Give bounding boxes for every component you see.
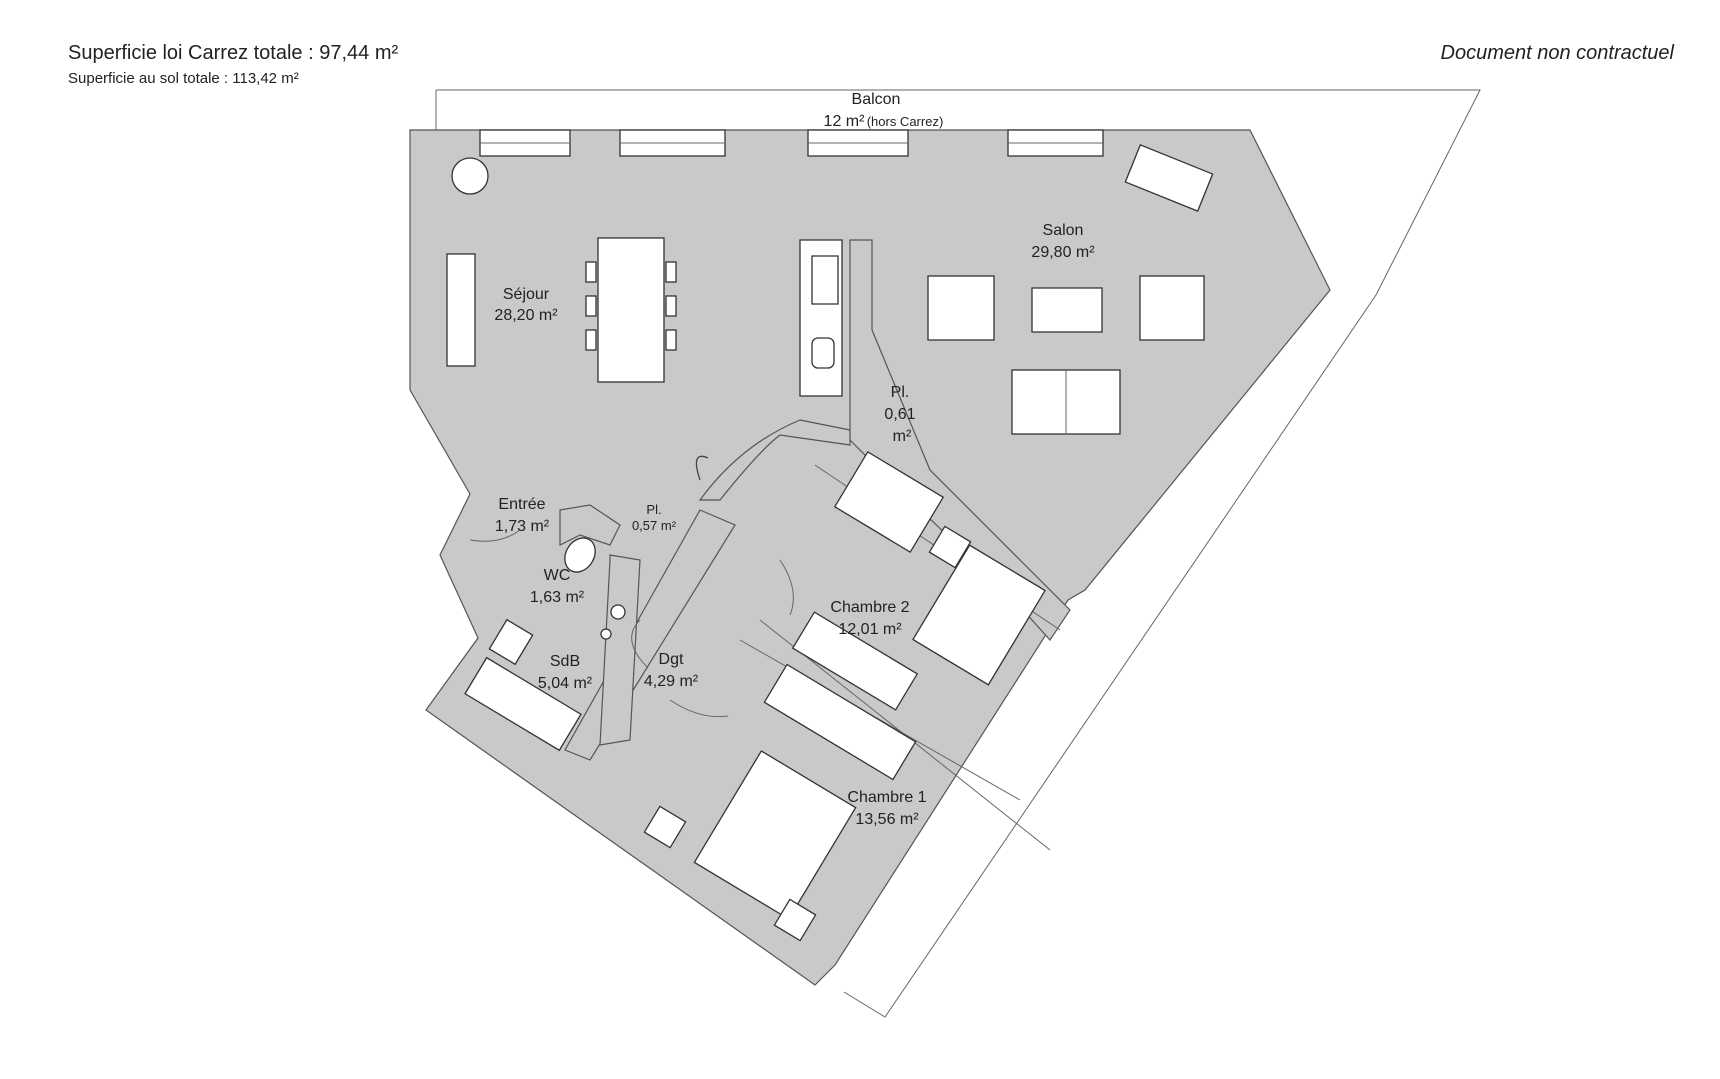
chambre2-name: Chambre 2 xyxy=(830,599,909,616)
plant-icon xyxy=(451,157,489,195)
living-furniture xyxy=(927,144,1214,435)
doors xyxy=(469,455,794,718)
bedroom2-furniture xyxy=(791,451,1046,711)
room-label-placard1: Pl. 0,61 m² xyxy=(884,384,915,445)
sdb-name: SdB xyxy=(550,653,580,670)
balcon-note: (hors Carrez) xyxy=(867,114,944,129)
entree-name: Entrée xyxy=(498,496,545,513)
room-label-sdb: SdB 5,04 m² xyxy=(538,653,593,692)
balcon-area: 12 m² xyxy=(824,113,866,130)
placard2-name: Pl. xyxy=(646,502,661,517)
placard1-name: Pl. xyxy=(891,384,910,401)
carrez-total-area: Superficie loi Carrez totale : 97,44 m² xyxy=(68,42,399,64)
interior-walls xyxy=(559,239,1071,851)
windows-north xyxy=(479,129,1104,157)
entree-area: 1,73 m² xyxy=(495,518,550,535)
room-label-sejour: Séjour 28,20 m² xyxy=(494,286,558,324)
room-label-placard2: Pl. 0,57 m² xyxy=(632,502,677,533)
room-label-chambre2: Chambre 2 12,01 m² xyxy=(830,599,909,638)
bedroom1-furniture xyxy=(643,663,917,942)
balcon-outline xyxy=(436,89,1481,1018)
salon-name: Salon xyxy=(1043,222,1084,239)
chambre1-name: Chambre 1 xyxy=(847,789,926,806)
disclaimer: Document non contractuel xyxy=(1440,42,1674,64)
sejour-name: Séjour xyxy=(503,286,550,303)
wc-area: 1,63 m² xyxy=(530,589,585,606)
placard1-unit: m² xyxy=(893,428,912,445)
placard2-area: 0,57 m² xyxy=(632,518,677,533)
bathroom-fixtures xyxy=(464,537,626,752)
dgt-name: Dgt xyxy=(659,651,684,668)
room-label-dgt: Dgt 4,29 m² xyxy=(644,651,699,690)
dining-table xyxy=(585,237,677,383)
floor-total-area: Superficie au sol totale : 113,42 m² xyxy=(68,70,299,87)
chambre2-area: 12,01 m² xyxy=(838,621,902,638)
wc-name: WC xyxy=(544,567,571,584)
balcon-name: Balcon xyxy=(852,91,901,108)
room-label-chambre1: Chambre 1 13,56 m² xyxy=(847,789,926,828)
sejour-area: 28,20 m² xyxy=(494,307,558,324)
placard1-area: 0,61 xyxy=(884,406,915,423)
room-label-entree: Entrée 1,73 m² xyxy=(495,496,550,535)
room-label-salon: Salon 29,80 m² xyxy=(1031,222,1095,261)
room-label-balcon: Balcon 12 m² (hors Carrez) xyxy=(824,91,944,130)
chambre1-area: 13,56 m² xyxy=(855,811,919,828)
salon-area: 29,80 m² xyxy=(1031,244,1095,261)
room-label-wc: WC 1,63 m² xyxy=(530,567,585,606)
sideboard xyxy=(446,253,476,367)
sdb-area: 5,04 m² xyxy=(538,675,593,692)
dgt-area: 4,29 m² xyxy=(644,673,699,690)
kitchen xyxy=(799,239,843,397)
